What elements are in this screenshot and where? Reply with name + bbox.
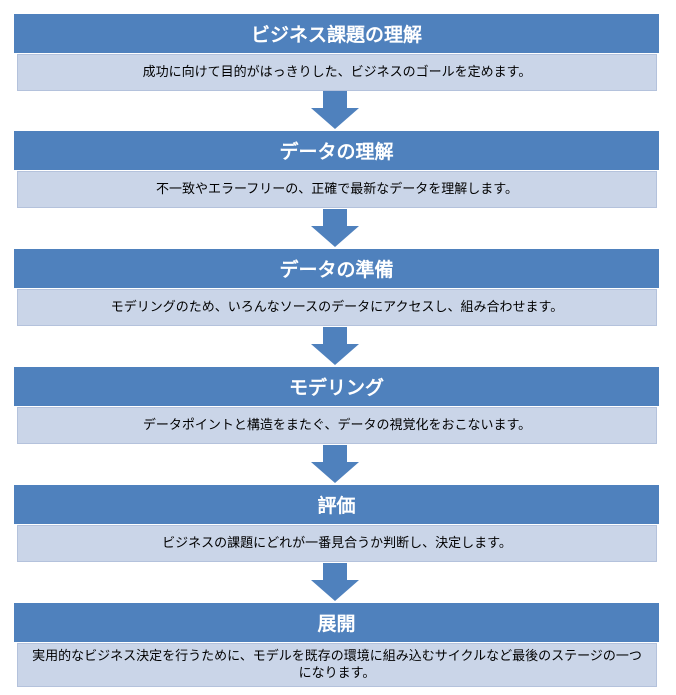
step-business-understanding: ビジネス課題の理解 成功に向けて目的がはっきりした、ビジネスのゴールを定めます。 [14,14,659,91]
step-deployment: 展開 実用的なビジネス決定を行うために、モデルを既存の環境に組み込むサイクルなど… [14,603,659,687]
down-arrow-icon [311,327,359,365]
step-title: データの準備 [14,249,659,288]
step-description: 成功に向けて目的がはっきりした、ビジネスのゴールを定めます。 [17,54,657,91]
step-description: 実用的なビジネス決定を行うために、モデルを既存の環境に組み込むサイクルなど最後の… [17,643,657,687]
step-description: データポイントと構造をまたぐ、データの視覚化をおこないます。 [17,407,657,444]
step-evaluation: 評価 ビジネスの課題にどれが一番見合うか判断し、決定します。 [14,485,659,562]
step-title: 展開 [14,603,659,642]
down-arrow-icon [311,209,359,247]
step-description: 不一致やエラーフリーの、正確で最新なデータを理解します。 [17,171,657,208]
step-description: モデリングのため、いろんなソースのデータにアクセスし、組み合わせます。 [17,289,657,326]
step-title: データの理解 [14,131,659,170]
down-arrow-icon [311,563,359,601]
step-title: モデリング [14,367,659,406]
step-modeling: モデリング データポイントと構造をまたぐ、データの視覚化をおこないます。 [14,367,659,444]
step-description: ビジネスの課題にどれが一番見合うか判断し、決定します。 [17,525,657,562]
step-title: ビジネス課題の理解 [14,14,659,53]
step-data-preparation: データの準備 モデリングのため、いろんなソースのデータにアクセスし、組み合わせま… [14,249,659,326]
down-arrow-icon [311,445,359,483]
step-data-understanding: データの理解 不一致やエラーフリーの、正確で最新なデータを理解します。 [14,131,659,208]
down-arrow-icon [311,91,359,129]
step-title: 評価 [14,485,659,524]
